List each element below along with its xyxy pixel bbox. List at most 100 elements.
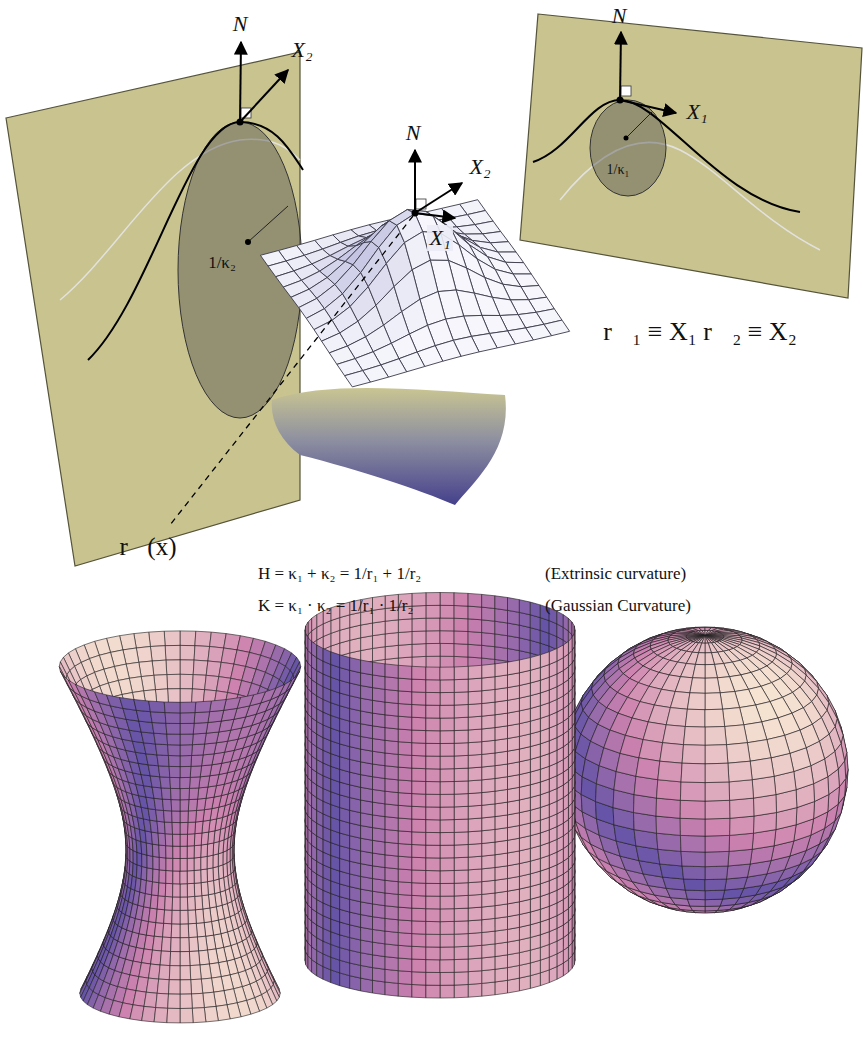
mesh-face xyxy=(705,664,717,678)
mesh-face xyxy=(361,623,373,638)
mesh-face xyxy=(696,653,706,665)
mesh-face xyxy=(705,678,720,694)
mesh-face xyxy=(687,899,705,906)
mesh-face xyxy=(568,618,572,635)
mesh-face xyxy=(468,619,482,633)
mesh-face xyxy=(657,833,682,851)
mesh-face xyxy=(426,605,440,618)
mesh-face xyxy=(681,851,705,866)
mesh-face xyxy=(398,619,412,633)
mesh-face xyxy=(744,722,767,743)
normal-arrow xyxy=(620,32,621,100)
mesh-face xyxy=(519,600,530,615)
mesh-face xyxy=(705,890,725,900)
mesh-face xyxy=(680,782,705,801)
mesh-face xyxy=(752,776,776,798)
mesh-face xyxy=(508,636,520,651)
mesh-face xyxy=(412,631,426,644)
mesh-face xyxy=(693,636,705,643)
mesh-face xyxy=(426,643,440,656)
mesh-face xyxy=(705,800,730,819)
mesh-face xyxy=(412,606,426,619)
mesh-face xyxy=(426,618,440,631)
mesh-face xyxy=(720,692,740,710)
mesh-face xyxy=(361,636,373,651)
mesh-face xyxy=(680,818,705,836)
point-dot xyxy=(237,119,244,126)
mesh-face xyxy=(684,727,706,746)
mesh-face xyxy=(699,636,705,643)
tangent-arrow xyxy=(415,213,455,218)
mesh-face xyxy=(705,636,711,643)
mesh-face xyxy=(702,636,705,644)
mesh-face xyxy=(658,761,682,782)
normal-arrow xyxy=(240,42,241,122)
mesh-face xyxy=(699,643,705,653)
mesh-face xyxy=(345,371,371,387)
mesh-face xyxy=(729,833,754,851)
mesh-face xyxy=(495,596,508,611)
mesh-face xyxy=(639,740,663,762)
mesh-face xyxy=(373,621,386,636)
mesh-face xyxy=(723,708,744,727)
mesh-face xyxy=(385,633,398,647)
mesh-face xyxy=(680,835,705,852)
normal-arrow xyxy=(414,150,416,213)
point-dot xyxy=(617,97,624,104)
radius-line xyxy=(248,206,288,242)
sphere xyxy=(562,627,848,913)
mesh-face xyxy=(658,849,682,866)
mesh-face xyxy=(440,643,454,656)
mesh-face xyxy=(705,634,723,636)
mesh-face xyxy=(385,620,398,634)
tangent-arrow xyxy=(240,70,288,122)
mesh-face xyxy=(440,631,454,644)
mesh-face xyxy=(468,632,482,646)
mesh-face xyxy=(508,623,520,638)
mesh-face xyxy=(454,593,468,606)
mesh-face xyxy=(705,643,711,653)
mesh-face xyxy=(454,631,468,644)
mesh-face xyxy=(482,620,495,634)
mesh-face xyxy=(660,743,684,764)
mesh-face xyxy=(385,645,398,659)
mesh-face xyxy=(454,644,468,657)
mesh-face xyxy=(728,761,752,782)
mesh-face xyxy=(684,879,706,891)
mesh-face xyxy=(705,653,715,665)
mesh-face xyxy=(482,645,495,659)
mesh-face xyxy=(454,618,468,631)
mesh-face xyxy=(426,593,440,606)
mesh-face xyxy=(696,636,705,643)
normal-section-curve xyxy=(533,100,800,212)
mesh-face xyxy=(685,709,705,727)
mesh-face xyxy=(308,618,312,635)
mesh-face xyxy=(666,708,687,727)
mesh-face xyxy=(750,758,774,780)
mesh-face xyxy=(705,636,708,644)
mesh-face xyxy=(747,740,771,762)
mesh-face xyxy=(675,677,692,693)
surface-shadow xyxy=(272,388,506,505)
mesh-face xyxy=(705,693,723,710)
mesh-face xyxy=(440,605,454,618)
mesh-face xyxy=(705,899,723,906)
tangent-arrow xyxy=(415,183,462,213)
mesh-face xyxy=(643,722,666,743)
mesh-face xyxy=(730,816,754,835)
mesh-face xyxy=(705,879,727,891)
mesh-face xyxy=(705,709,725,727)
right-angle-mark xyxy=(621,86,631,96)
mesh-face xyxy=(482,633,495,647)
mesh-face xyxy=(412,593,426,606)
osculating-circle xyxy=(590,100,666,196)
frame-arrows xyxy=(170,150,462,525)
mesh-face xyxy=(373,634,386,649)
mesh-face xyxy=(440,593,454,606)
center-dot xyxy=(624,136,629,141)
mesh-face xyxy=(690,678,705,694)
mesh-face xyxy=(657,780,682,801)
mesh-face xyxy=(468,606,482,620)
mesh-face xyxy=(468,593,482,607)
